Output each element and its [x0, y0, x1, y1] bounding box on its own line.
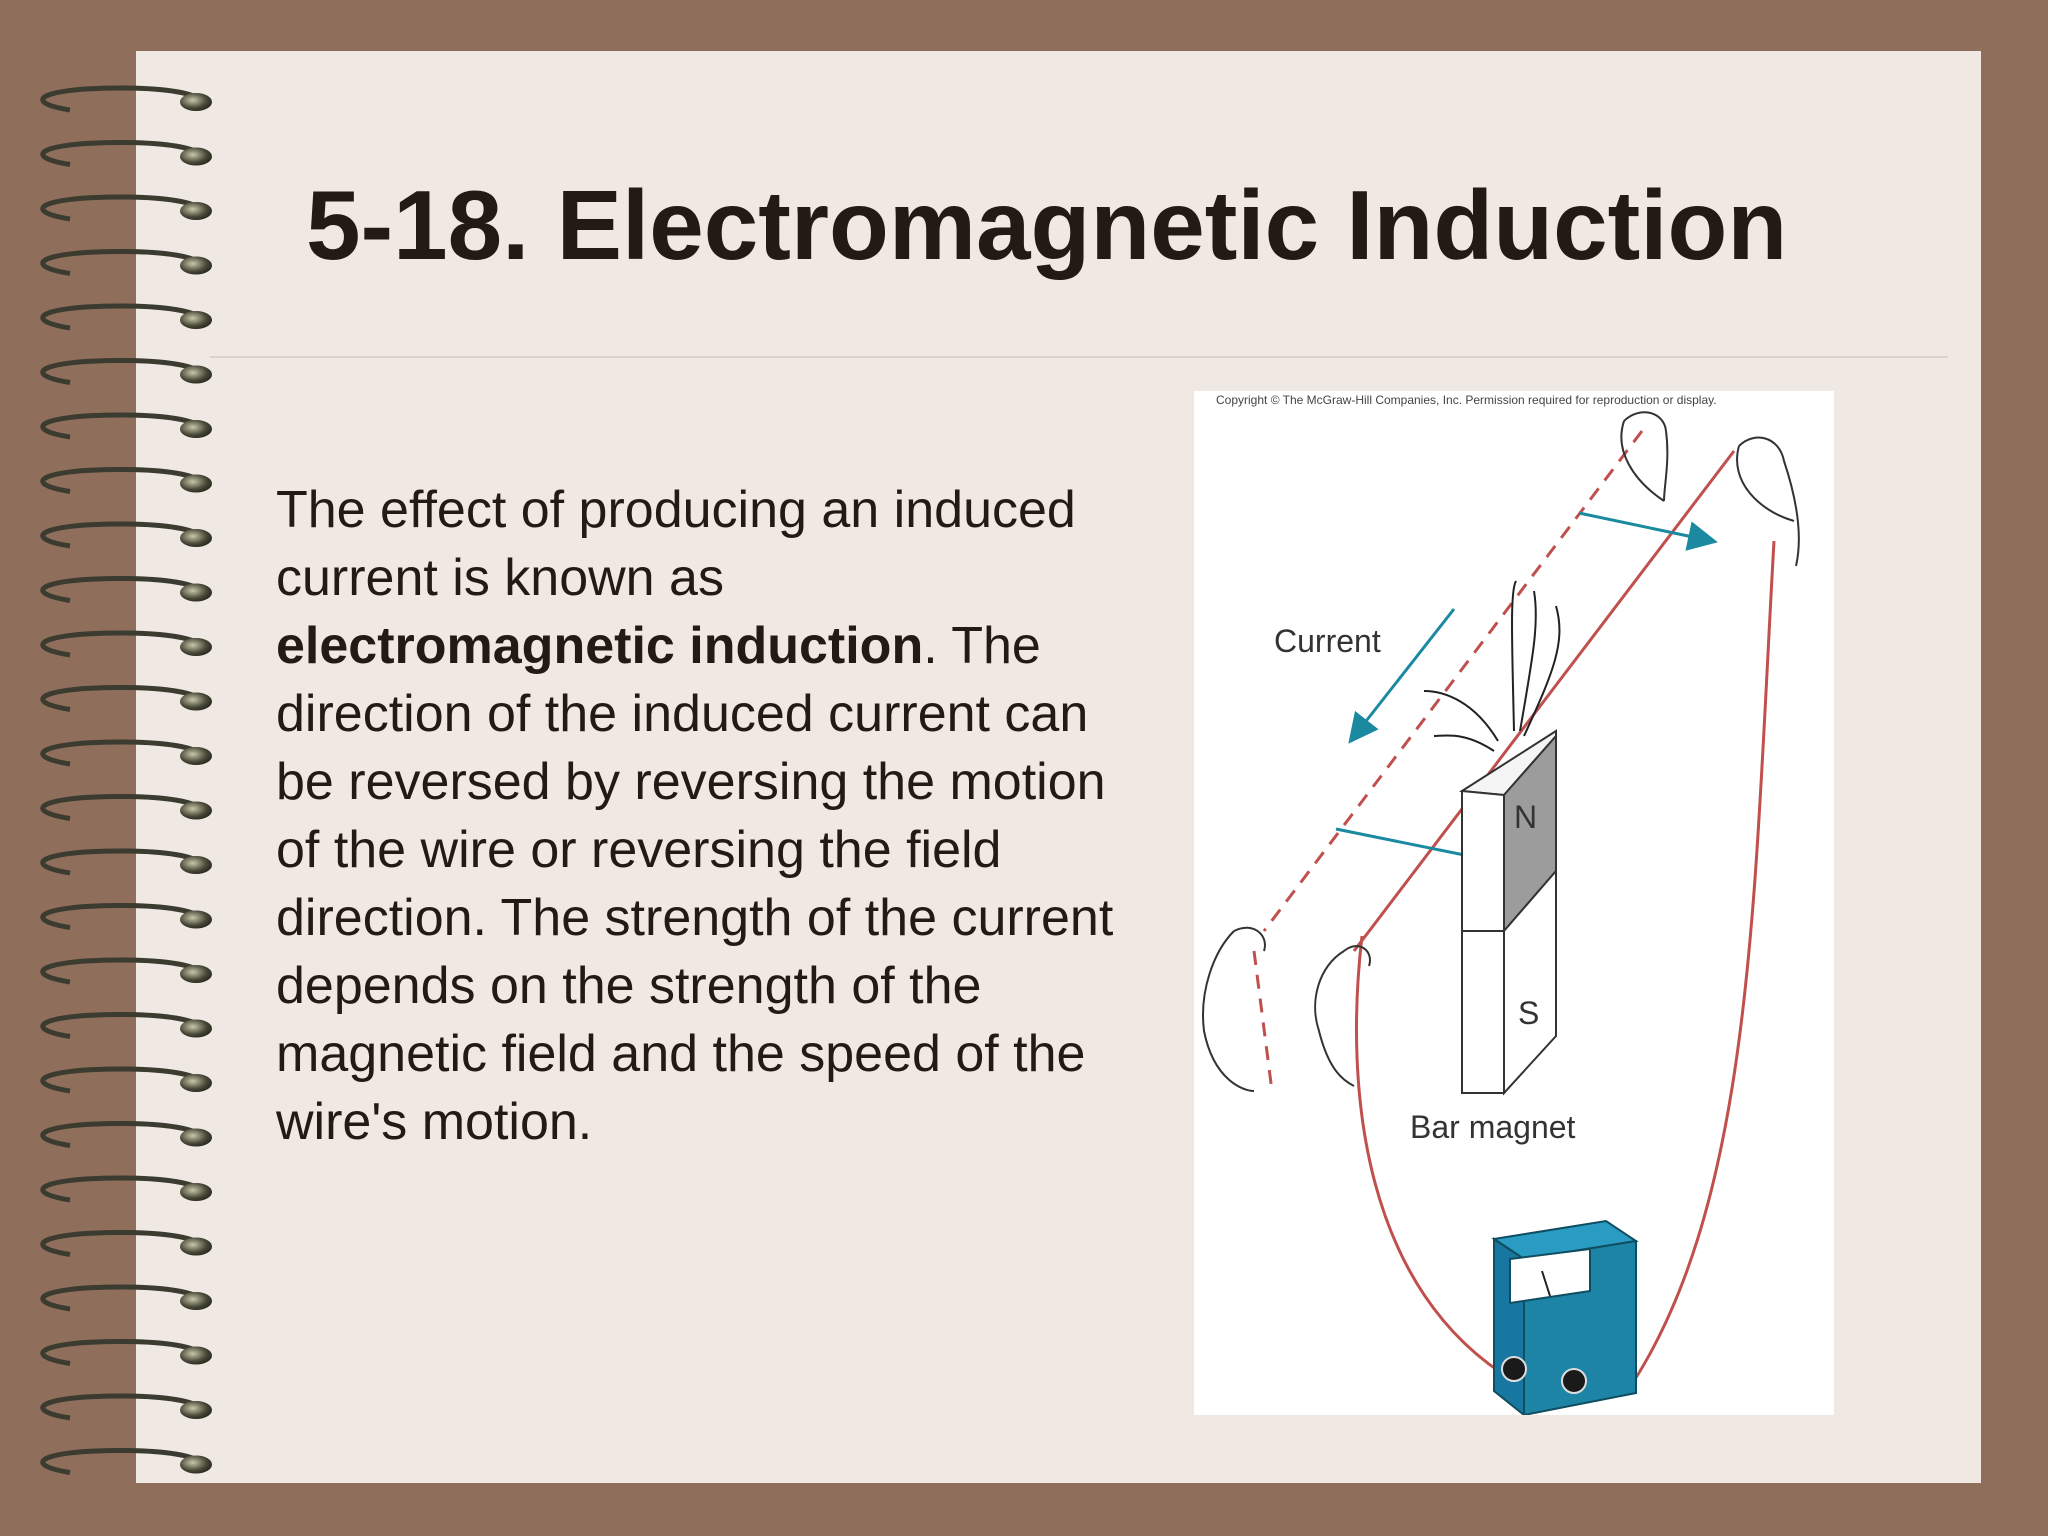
meter-terminal-left	[1501, 1356, 1527, 1382]
spiral-hole	[180, 1346, 212, 1365]
field-line-1	[1511, 580, 1517, 732]
spiral-hole	[180, 910, 212, 929]
spiral-hole	[180, 1401, 212, 1419]
key-term: electromagnetic induction	[276, 617, 924, 675]
hand-bottom-right	[1314, 945, 1371, 1087]
spiral-coil	[40, 1284, 202, 1312]
north-pole-label: N	[1514, 799, 1538, 835]
spiral-hole	[180, 583, 212, 602]
spiral-hole	[180, 474, 212, 493]
spiral-coil	[40, 1393, 202, 1421]
current-arrow	[1348, 608, 1456, 744]
wire-previous-position	[1262, 430, 1644, 932]
spiral-coil	[40, 1338, 202, 1366]
magnet-n-face-front	[1461, 789, 1505, 932]
spiral-hole	[180, 747, 212, 765]
spiral-coil	[40, 466, 202, 494]
bar-magnet-label: Bar magnet	[1410, 1109, 1576, 1145]
spiral-coil	[40, 1447, 202, 1475]
spiral-hole	[180, 202, 212, 220]
spiral-hole	[180, 1237, 212, 1256]
spiral-hole	[180, 1455, 212, 1474]
field-line-4	[1423, 690, 1499, 742]
current-label: Current	[1274, 623, 1381, 659]
spiral-coil	[40, 957, 202, 985]
spiral-hole	[180, 856, 212, 874]
diagram-drawing	[1202, 411, 1800, 1415]
hand-bottom-left	[1202, 926, 1266, 1092]
wire	[1352, 450, 1736, 952]
spiral-coil	[40, 1175, 202, 1203]
spiral-coil	[40, 303, 202, 331]
spiral-coil	[40, 739, 202, 767]
spiral-hole	[180, 311, 212, 329]
spiral-hole	[180, 1292, 212, 1310]
spiral-coil	[40, 902, 202, 930]
figure-copyright: Copyright © The McGraw-Hill Companies, I…	[1216, 393, 1717, 407]
wire-previous-tail	[1252, 950, 1274, 1092]
hand-top-left	[1620, 411, 1669, 502]
spiral-coil	[40, 139, 202, 167]
spiral-hole	[180, 801, 212, 820]
spiral-coil	[40, 575, 202, 603]
spiral-coil	[40, 248, 202, 276]
induction-diagram: Copyright © The McGraw-Hill Companies, I…	[1194, 391, 1834, 1415]
hand-top-right	[1736, 436, 1800, 567]
meter-window	[1509, 1247, 1591, 1305]
spiral-hole	[180, 1128, 212, 1147]
spiral-coil	[40, 1066, 202, 1094]
spiral-hole	[180, 965, 212, 983]
magnet-s-face-side	[1503, 868, 1557, 1096]
wire-loop-right	[1632, 540, 1776, 1382]
title-divider	[210, 356, 1948, 358]
spiral-coil	[40, 1229, 202, 1257]
motion-arrow-top	[1578, 511, 1718, 551]
slide-title: 5-18. Electromagnetic Induction	[306, 170, 1788, 280]
body-text-intro: The effect of producing an induced curre…	[276, 481, 1076, 607]
spiral-hole	[180, 1019, 212, 1038]
meter-needle	[1541, 1270, 1551, 1297]
spiral-hole	[180, 638, 212, 656]
magnet-s-face-front	[1461, 930, 1505, 1094]
spiral-hole	[180, 147, 212, 166]
spiral-hole	[180, 692, 212, 711]
spiral-hole	[180, 1183, 212, 1201]
spiral-hole	[180, 256, 212, 275]
key-term-suffix: .	[923, 617, 938, 675]
wire-loop-left	[1355, 935, 1515, 1383]
spiral-hole	[180, 365, 212, 384]
spiral-coil	[40, 684, 202, 712]
spiral-coil	[40, 793, 202, 821]
spiral-hole	[180, 93, 212, 111]
spiral-hole	[180, 529, 212, 547]
spiral-binding	[40, 85, 212, 1475]
spiral-coil	[40, 194, 202, 222]
field-line-3	[1523, 605, 1561, 737]
body-paragraph: The effect of producing an induced curre…	[276, 476, 1116, 1156]
spiral-coil	[40, 412, 202, 440]
spiral-coil	[40, 85, 202, 113]
spiral-coil	[40, 1011, 202, 1039]
spiral-coil	[40, 1120, 202, 1148]
spiral-hole	[180, 420, 212, 438]
meter-terminal-right	[1561, 1368, 1587, 1394]
south-pole-label: S	[1518, 995, 1540, 1031]
spiral-hole	[180, 1074, 212, 1092]
spiral-coil	[40, 848, 202, 876]
spiral-coil	[40, 357, 202, 385]
spiral-coil	[40, 521, 202, 549]
body-text-rest: The direction of the induced current can…	[276, 617, 1114, 1151]
field-line-5	[1433, 734, 1495, 752]
field-line-2	[1519, 590, 1537, 732]
spiral-coil	[40, 630, 202, 658]
